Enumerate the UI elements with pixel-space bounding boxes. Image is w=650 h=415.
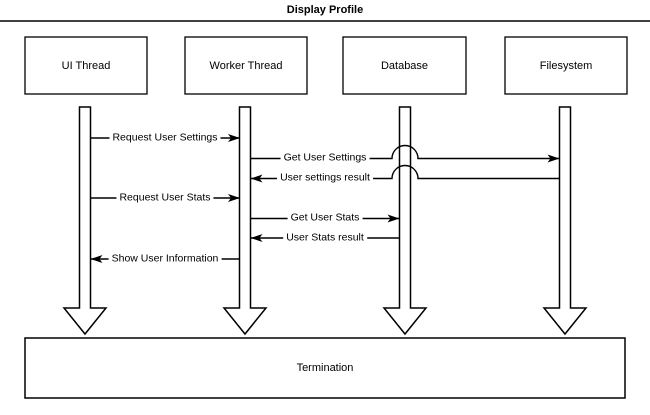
- lifeline-worker-thread: [222, 106, 268, 336]
- message-arrow-user-settings-result: [250, 164, 560, 183]
- message-label-user-settings-result: User settings result: [277, 171, 373, 185]
- lifeline-filesystem: [542, 106, 588, 336]
- actor-label-ui-thread: UI Thread: [61, 59, 111, 72]
- message-label-get-user-stats: Get User Stats: [287, 211, 363, 225]
- lifeline-database: [382, 106, 428, 336]
- actor-box-filesystem: [504, 36, 628, 95]
- diagram-title: Display Profile: [286, 4, 364, 16]
- message-label-request-user-settings: Request User Settings: [109, 131, 221, 145]
- actor-box-ui-thread: [24, 36, 148, 95]
- message-arrow-get-user-settings: [250, 144, 560, 163]
- actor-box-worker-thread: [184, 36, 308, 95]
- termination-label: Termination: [296, 362, 354, 374]
- message-label-get-user-settings: Get User Settings: [280, 151, 370, 165]
- lifeline-ui-thread: [62, 106, 108, 336]
- actor-label-worker-thread: Worker Thread: [209, 59, 283, 72]
- actor-label-database: Database: [380, 59, 429, 72]
- termination-box: [24, 337, 626, 399]
- actor-box-database: [342, 36, 467, 95]
- actor-label-filesystem: Filesystem: [539, 59, 593, 72]
- message-label-user-stats-result: User Stats result: [283, 231, 367, 245]
- message-label-request-user-stats: Request User Stats: [116, 191, 214, 205]
- message-label-show-user-information: Show User Information: [108, 252, 222, 266]
